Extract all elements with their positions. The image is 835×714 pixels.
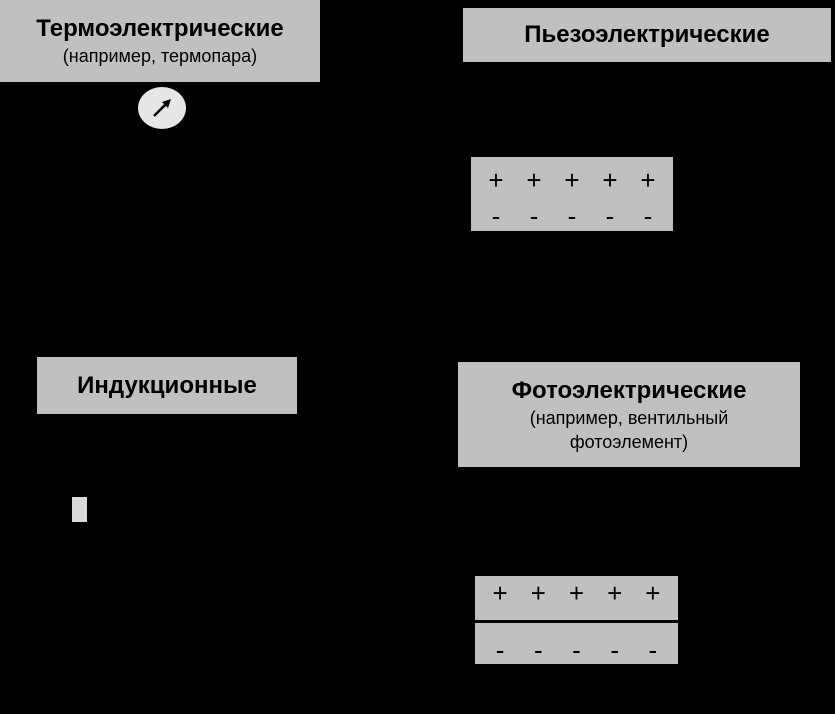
minus-sign: -	[648, 635, 658, 665]
plus-sign: +	[530, 578, 546, 608]
minus-sign: -	[529, 201, 539, 231]
minus-sign: -	[567, 201, 577, 231]
photoelectric-label-box: Фотоэлектрические (например, вентильный …	[458, 362, 800, 467]
piezo-plus-charges: + + + + +	[471, 167, 673, 193]
plus-sign: +	[568, 578, 585, 608]
plus-sign: +	[607, 578, 623, 608]
plus-sign: +	[488, 165, 504, 195]
minus-sign: -	[572, 635, 581, 665]
plus-sign: +	[602, 165, 618, 195]
photocell-top-layer: + + + + +	[475, 576, 678, 620]
photocell-bottom-layer: - - - - -	[475, 623, 678, 664]
photoelectric-subtitle-line2: фотоэлемент)	[569, 431, 689, 452]
photoelectric-title: Фотоэлектрические	[511, 376, 747, 404]
plus-sign: +	[645, 578, 661, 608]
galvanometer-icon	[138, 87, 186, 129]
magnet-icon	[72, 497, 87, 522]
photocell-plus-charges: + + + + +	[475, 580, 678, 606]
plus-sign: +	[640, 165, 656, 195]
plus-sign: +	[564, 165, 580, 195]
piezoelectric-label-box: Пьезоэлектрические	[463, 8, 831, 62]
plus-sign: +	[492, 578, 508, 608]
induction-title: Индукционные	[77, 371, 257, 399]
minus-sign: -	[533, 635, 543, 665]
piezoelectric-title: Пьезоэлектрические	[524, 21, 770, 48]
thermoelectric-subtitle: (например, термопара)	[62, 46, 258, 66]
minus-sign: -	[643, 201, 653, 231]
thermoelectric-title: Термоэлектрические	[36, 15, 284, 42]
minus-sign: -	[605, 201, 615, 231]
minus-sign: -	[495, 635, 505, 665]
induction-label-box: Индукционные	[37, 357, 297, 414]
plus-sign: +	[526, 165, 542, 195]
piezo-crystal-plate: + + + + + - - - - -	[471, 157, 673, 231]
minus-sign: -	[610, 635, 619, 665]
minus-sign: -	[491, 201, 501, 231]
photocell-minus-charges: - - - - -	[475, 637, 678, 663]
piezo-minus-charges: - - - - -	[471, 203, 673, 229]
photoelectric-subtitle-line1: (например, вентильный	[529, 407, 729, 428]
thermoelectric-label-box: Термоэлектрические (например, термопара)	[0, 0, 320, 82]
